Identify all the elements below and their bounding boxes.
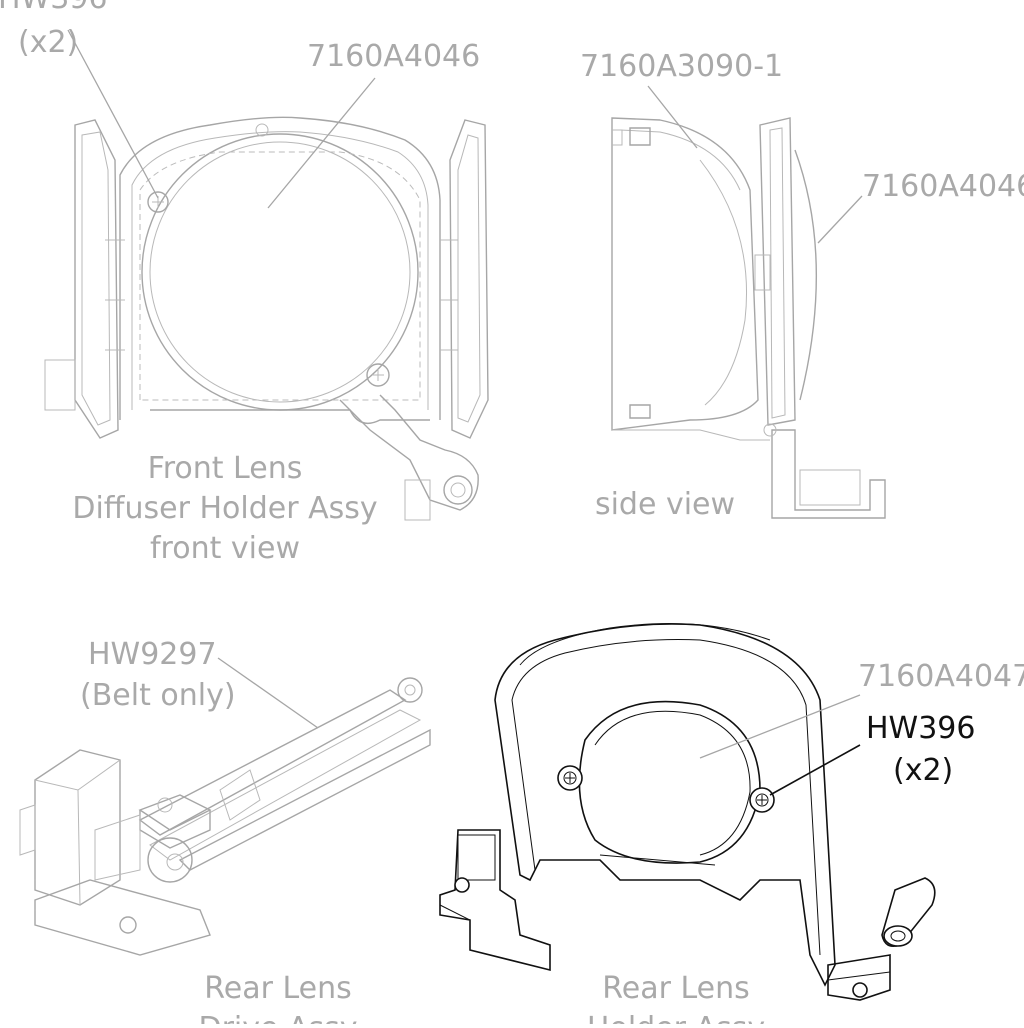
leader-hw9297: [217, 657, 319, 729]
leader-hw396-rear: [769, 744, 861, 796]
callout-hw9297: HW9297: [88, 637, 217, 672]
callout-hw396-front-qty: (x2): [18, 25, 78, 60]
callout-7160a4046-front: 7160A4046: [307, 39, 480, 74]
callout-hw396-rear: HW396: [866, 711, 975, 746]
leader-7160a3090: [647, 85, 698, 149]
callout-7160a4047: 7160A4047: [858, 659, 1024, 694]
caption-holder-line1: Rear Lens: [602, 971, 750, 1006]
callout-hw396-rear-qty: (x2): [893, 753, 953, 788]
front-lens-holder-drawing: [44, 116, 489, 521]
rear-lens-drive-drawing: [19, 677, 431, 956]
side-view-drawing: [611, 117, 886, 519]
caption-front-line2: Diffuser Holder Assy: [72, 491, 377, 526]
caption-drive-line1: Rear Lens: [204, 971, 352, 1006]
callout-7160a3090: 7160A3090-1: [580, 49, 783, 84]
caption-holder-line2: Holder Assy: [587, 1011, 765, 1024]
caption-side-view: side view: [595, 487, 735, 522]
leader-7160a4047: [699, 694, 861, 759]
leader-hw396-front: [67, 29, 159, 199]
rear-lens-holder-drawing: [439, 623, 936, 1001]
callout-hw396-front: HW396: [0, 0, 107, 16]
leader-7160a4046-front: [267, 77, 376, 209]
caption-drive-line2: Drive Assy: [198, 1011, 357, 1024]
caption-front-line3: front view: [150, 531, 300, 566]
leader-7160a4046-side: [817, 195, 863, 244]
callout-7160a4046-side: 7160A4046: [862, 169, 1024, 204]
caption-front-line1: Front Lens: [148, 451, 303, 486]
callout-hw9297-note: (Belt only): [80, 678, 236, 713]
